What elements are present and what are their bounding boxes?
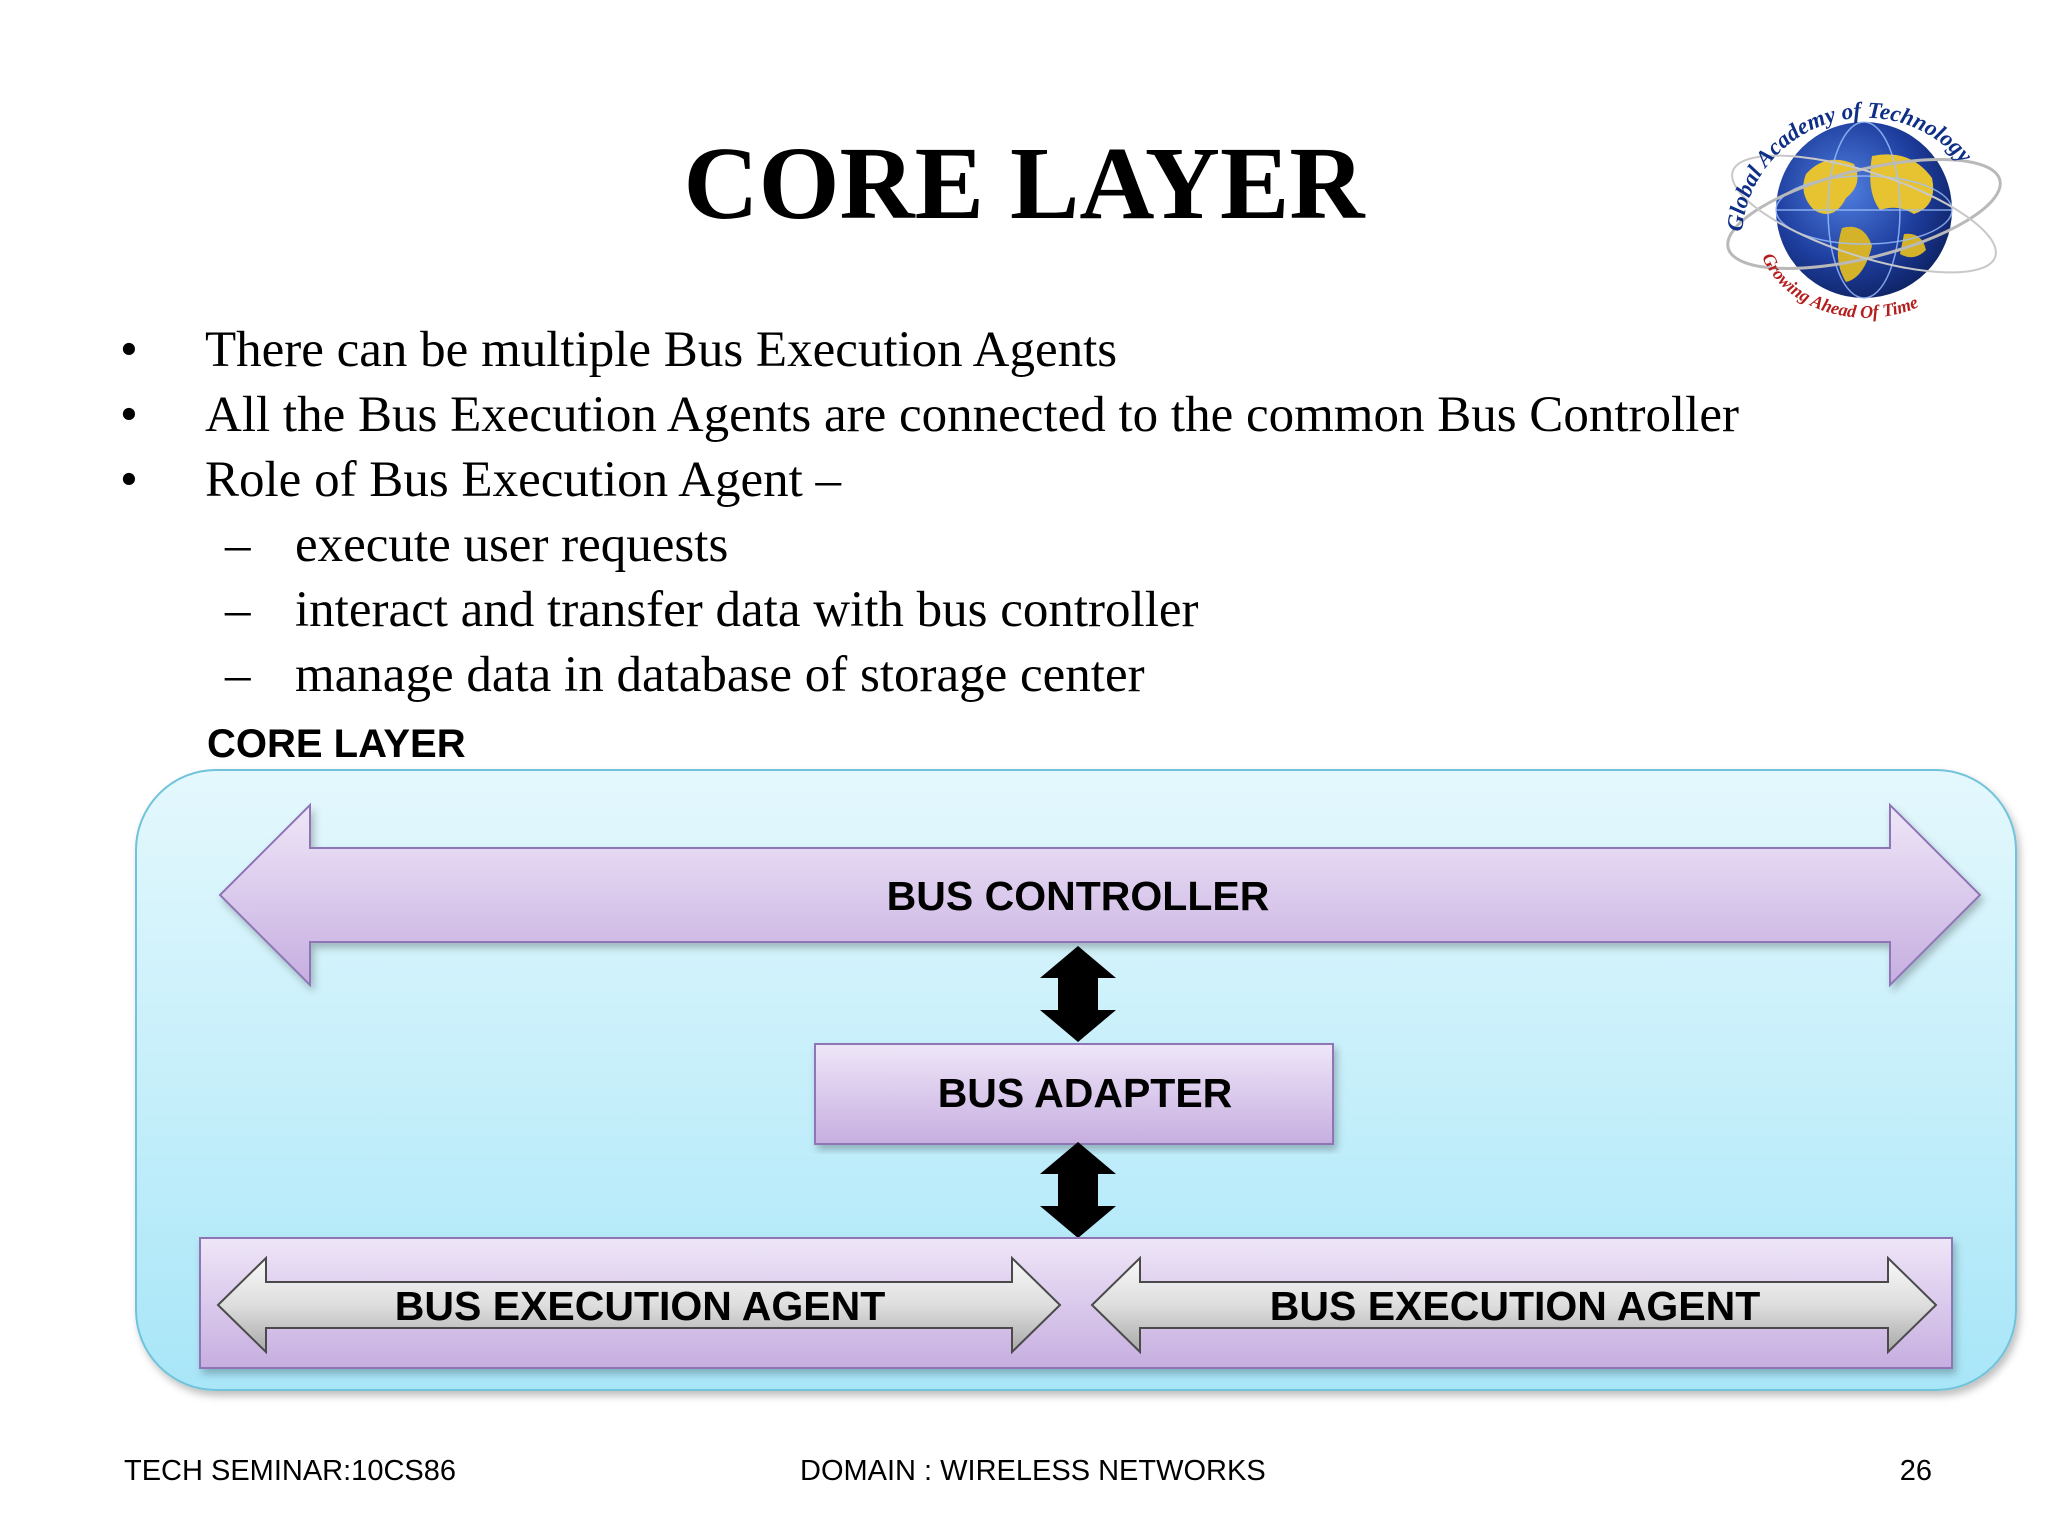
footer-course: TECH SEMINAR:10CS86 [124,1455,456,1487]
diagram-label: CORE LAYER [207,722,466,766]
bullet-item: There can be multiple Bus Execution Agen… [120,318,1739,383]
bus-controller-arrow [218,802,1982,988]
bus-execution-agent-label: BUS EXECUTION AGENT [395,1283,886,1329]
bullet-item: All the Bus Execution Agents are connect… [120,383,1739,448]
footer-domain: DOMAIN : WIRELESS NETWORKS [800,1455,1266,1487]
core-layer-diagram: BUS CONTROLLER BUS ADAPTER BUS EXECUTION… [135,769,2017,1391]
page-number: 26 [1899,1455,1932,1487]
college-logo: Global Academy of Technology Growing Ahe… [1722,98,2002,322]
bus-execution-agent-arrow [216,1255,1062,1355]
sub-bullet-item: interact and transfer data with bus cont… [120,578,1739,643]
globe-icon [1726,121,2002,299]
connector-arrow-bottom [1040,1142,1116,1238]
slide-title: CORE LAYER [683,126,1365,241]
bullet-list: There can be multiple Bus Execution Agen… [120,318,1739,708]
bus-execution-agent-label: BUS EXECUTION AGENT [1270,1283,1761,1329]
bus-execution-agent-arrow [1090,1255,1938,1355]
bus-adapter-box [814,1043,1334,1145]
sub-bullet-item: execute user requests [120,513,1739,578]
bus-adapter-label: BUS ADAPTER [938,1070,1233,1116]
bullet-item: Role of Bus Execution Agent – [120,448,1739,513]
connector-arrow-top [1040,946,1116,1042]
sub-bullet-item: manage data in database of storage cente… [120,643,1739,708]
bus-controller-label: BUS CONTROLLER [887,873,1270,919]
